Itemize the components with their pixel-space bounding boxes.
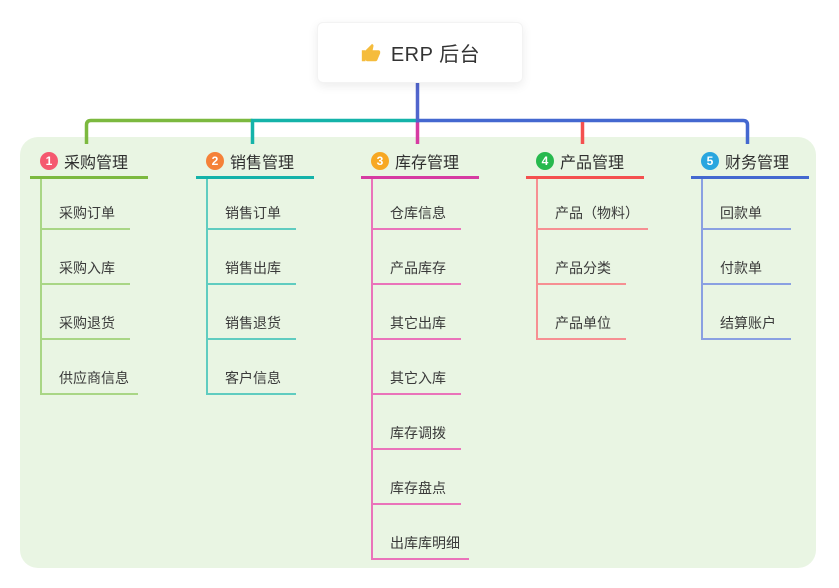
branch-item-underline: 采购退货	[42, 313, 130, 340]
branch-item[interactable]: 销售订单	[208, 179, 296, 230]
branch-item-label: 采购入库	[59, 260, 115, 276]
branch-item[interactable]: 回款单	[703, 179, 791, 230]
branch-item-label: 出库库明细	[390, 535, 460, 551]
thumbs-up-icon	[360, 42, 382, 64]
branch-item-label: 销售出库	[225, 260, 281, 276]
branch-item-underline: 销售退货	[208, 313, 296, 340]
branch-4: 4 产品管理 产品（物料） 产品分类 产品单位	[526, 151, 691, 340]
branch-item[interactable]: 供应商信息	[42, 340, 138, 395]
branch-item-label: 库存盘点	[390, 480, 446, 496]
branch-item[interactable]: 采购退货	[42, 285, 138, 340]
branch-item-underline: 库存盘点	[373, 478, 461, 505]
branch-item-label: 其它入库	[390, 370, 446, 386]
branch-item-underline: 出库库明细	[373, 533, 469, 560]
branch-item-label: 付款单	[720, 260, 762, 276]
branch-item-underline: 其它出库	[373, 313, 461, 340]
branch-title: 库存管理	[395, 154, 460, 172]
branch-item-label: 销售退货	[225, 315, 281, 331]
branch-title-underline	[30, 176, 148, 179]
branch-item[interactable]: 出库库明细	[373, 505, 469, 560]
branch-items: 销售订单 销售出库 销售退货 客户信息	[206, 179, 296, 395]
branch-title: 产品管理	[560, 154, 625, 172]
branch-item-underline: 供应商信息	[42, 368, 138, 395]
branch-item-underline: 库存调拨	[373, 423, 461, 450]
branch-item-underline: 结算账户	[703, 313, 791, 340]
branch-item-underline: 仓库信息	[373, 203, 461, 230]
branch-item[interactable]: 仓库信息	[373, 179, 469, 230]
branch-3: 3 库存管理 仓库信息 产品库存 其它出库 其它入库 库存调拨 库存盘点 出库库…	[361, 151, 526, 560]
branch-item-label: 产品分类	[555, 260, 611, 276]
branch-index-badge: 3	[371, 151, 389, 170]
branch-node[interactable]: 2 销售管理	[206, 151, 361, 172]
branch-2: 2 销售管理 销售订单 销售出库 销售退货 客户信息	[196, 151, 361, 395]
branch-title: 采购管理	[64, 154, 129, 172]
branch-item-label: 回款单	[720, 205, 762, 221]
branch-title-underline	[526, 176, 644, 179]
branch-item-label: 客户信息	[225, 370, 281, 386]
branch-1: 1 采购管理 采购订单 采购入库 采购退货 供应商信息	[30, 151, 195, 395]
branch-node[interactable]: 4 产品管理	[536, 151, 691, 172]
branch-item[interactable]: 产品（物料）	[538, 179, 648, 230]
branch-item[interactable]: 付款单	[703, 230, 791, 285]
branch-index-badge: 2	[206, 151, 224, 170]
branch-item[interactable]: 销售退货	[208, 285, 296, 340]
branch-item[interactable]: 客户信息	[208, 340, 296, 395]
branch-item-label: 采购订单	[59, 205, 115, 221]
branch-title-underline	[361, 176, 479, 179]
branch-item-underline: 采购入库	[42, 258, 130, 285]
branch-item-label: 产品（物料）	[555, 205, 639, 221]
branch-item[interactable]: 其它入库	[373, 340, 469, 395]
branch-item[interactable]: 产品单位	[538, 285, 648, 340]
branch-index-badge: 5	[701, 151, 719, 170]
branch-5: 5 财务管理 回款单 付款单 结算账户	[691, 151, 839, 340]
branch-item[interactable]: 结算账户	[703, 285, 791, 340]
branch-item-label: 库存调拨	[390, 425, 446, 441]
branch-item-label: 结算账户	[720, 315, 776, 331]
branch-items: 产品（物料） 产品分类 产品单位	[536, 179, 648, 340]
branch-item[interactable]: 库存调拨	[373, 395, 469, 450]
branch-item-underline: 销售出库	[208, 258, 296, 285]
branch-index-badge: 1	[40, 151, 58, 170]
branch-item-underline: 客户信息	[208, 368, 296, 395]
root-node-title: ERP 后台	[390, 44, 481, 66]
branch-item[interactable]: 销售出库	[208, 230, 296, 285]
branch-item[interactable]: 库存盘点	[373, 450, 469, 505]
branch-item[interactable]: 产品分类	[538, 230, 648, 285]
branch-item-label: 供应商信息	[59, 370, 129, 386]
branch-item-underline: 产品库存	[373, 258, 461, 285]
branch-node[interactable]: 3 库存管理	[371, 151, 526, 172]
branch-item-underline: 采购订单	[42, 203, 130, 230]
branch-title: 销售管理	[230, 154, 295, 172]
branch-item-label: 产品单位	[555, 315, 611, 331]
branch-item-underline: 产品（物料）	[538, 203, 648, 230]
branch-title-underline	[196, 176, 314, 179]
branch-item[interactable]: 产品库存	[373, 230, 469, 285]
branch-item-label: 产品库存	[390, 260, 446, 276]
branch-item[interactable]: 采购订单	[42, 179, 138, 230]
branch-items: 仓库信息 产品库存 其它出库 其它入库 库存调拨 库存盘点 出库库明细	[371, 179, 469, 560]
branch-item-underline: 付款单	[703, 258, 791, 285]
root-node-erp[interactable]: ERP 后台	[317, 22, 523, 83]
branch-index-badge: 4	[536, 151, 554, 170]
branches-background-panel	[20, 137, 816, 568]
branch-items: 回款单 付款单 结算账户	[701, 179, 791, 340]
branch-item-label: 其它出库	[390, 315, 446, 331]
branch-item-label: 仓库信息	[390, 205, 446, 221]
branch-node[interactable]: 5 财务管理	[701, 151, 839, 172]
branch-item-label: 销售订单	[225, 205, 281, 221]
branch-item-label: 采购退货	[59, 315, 115, 331]
branch-item[interactable]: 采购入库	[42, 230, 138, 285]
thumbs-up-shape	[361, 43, 381, 61]
branch-title-underline	[691, 176, 809, 179]
branch-title: 财务管理	[725, 154, 790, 172]
branch-item-underline: 其它入库	[373, 368, 461, 395]
branch-item[interactable]: 其它出库	[373, 285, 469, 340]
branch-node[interactable]: 1 采购管理	[40, 151, 195, 172]
branch-item-underline: 产品单位	[538, 313, 626, 340]
branch-items: 采购订单 采购入库 采购退货 供应商信息	[40, 179, 138, 395]
branch-item-underline: 产品分类	[538, 258, 626, 285]
branch-item-underline: 销售订单	[208, 203, 296, 230]
branch-item-underline: 回款单	[703, 203, 791, 230]
